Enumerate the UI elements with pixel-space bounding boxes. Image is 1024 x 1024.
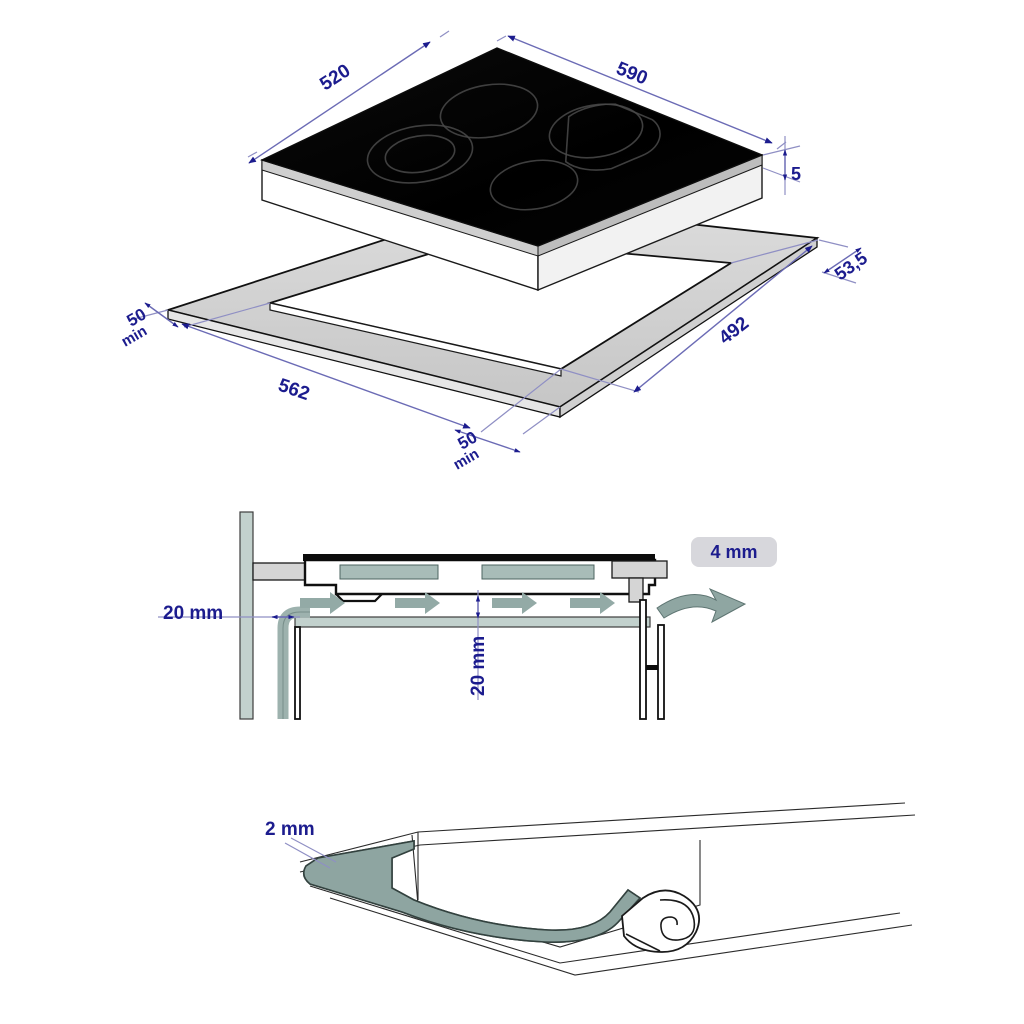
gasket-roll-edge	[625, 933, 661, 952]
view-gasket: 2 mm	[265, 802, 916, 976]
counter-slab	[294, 616, 651, 628]
gasket-strip-fill	[302, 840, 642, 943]
cabinet-wall-right-inner	[639, 599, 647, 720]
dim-4mm-badge-group: 4 mm	[691, 537, 777, 567]
view-section: 4 mm 20 mm 20 mm	[158, 511, 777, 720]
gasket-roll-body	[621, 889, 700, 953]
dim-20mm-v-group: 20 mm	[468, 590, 489, 700]
mounting-bracket	[611, 560, 668, 603]
gasket-roll	[621, 889, 700, 953]
worktop-front-line	[309, 885, 901, 964]
view-isometric: 520 590 5 53,5 492	[119, 30, 871, 473]
coil-block-right	[481, 564, 595, 580]
dim-4mm-badge	[691, 537, 777, 567]
dim-20mm-v-label: 20 mm	[468, 636, 489, 696]
cabinet-cross-tie	[646, 665, 658, 670]
dim-4mm-label: 4 mm	[710, 542, 757, 562]
coil-block-left	[339, 564, 439, 580]
dim-53-5-line	[823, 247, 862, 274]
hob-glass-edge	[303, 554, 655, 561]
airflow-arrow-1	[300, 592, 345, 614]
gasket-roll-spiral	[659, 899, 696, 941]
dim-50-min-front-line	[454, 429, 521, 453]
dim-50-min-left-line	[144, 302, 179, 328]
airflow-arrow-3	[492, 592, 537, 614]
dim-20mm-h-group: 20 mm	[158, 603, 300, 624]
dim-520-line	[248, 41, 431, 164]
dim-5-label: 5	[791, 164, 801, 184]
exhaust-callout-arrow	[656, 587, 747, 624]
airflow-arrow-2	[395, 592, 440, 614]
dim-2mm-group: 2 mm	[265, 819, 337, 869]
wall-slab	[239, 511, 254, 720]
cutout-inner-edge	[411, 834, 701, 948]
hob-housing-step	[335, 593, 383, 603]
dim-2mm-leader-a	[284, 842, 331, 869]
wall-ledge	[252, 562, 311, 581]
bracket-arm	[611, 560, 668, 579]
dim-5-group: 5	[762, 136, 801, 195]
airflow-arrows	[300, 592, 615, 614]
dim-492-line	[633, 245, 813, 393]
dim-20mm-h-label: 20 mm	[163, 603, 223, 624]
dim-562-line	[181, 323, 471, 429]
cabinet-wall-right-outer	[657, 624, 665, 720]
worktop-front-line-2	[329, 897, 913, 976]
dim-2mm-leader-b	[290, 837, 337, 863]
cabinet-wall-left	[294, 626, 301, 720]
dim-590-line	[507, 35, 773, 144]
dim-2mm-label: 2 mm	[265, 819, 315, 840]
bracket-stem	[628, 577, 644, 603]
airflow-arrow-4	[570, 592, 615, 614]
hob-section-body	[303, 554, 657, 603]
zone-front-right	[489, 159, 579, 211]
